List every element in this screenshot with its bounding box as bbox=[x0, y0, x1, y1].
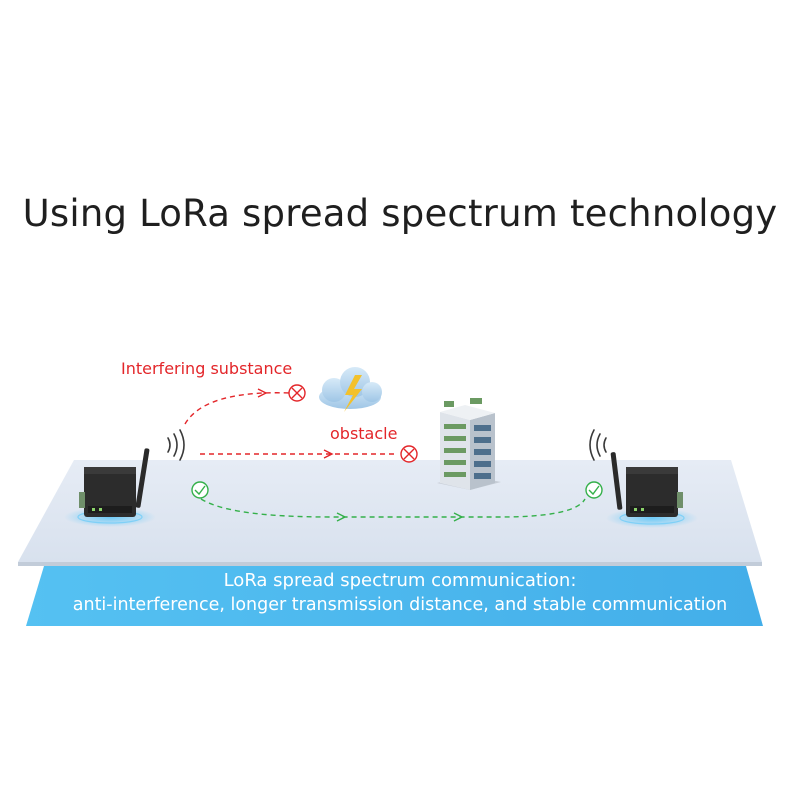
lora-device-icon bbox=[610, 452, 683, 517]
obstacle-path bbox=[200, 445, 418, 463]
check-circle-icon bbox=[191, 481, 209, 499]
check-circle-icon bbox=[585, 481, 603, 499]
interference-path bbox=[184, 384, 306, 425]
building-icon bbox=[437, 398, 501, 490]
wifi-signal-icon bbox=[589, 429, 607, 461]
obstacle-label: obstacle bbox=[330, 424, 398, 443]
cross-circle-icon bbox=[400, 445, 418, 463]
info-banner bbox=[26, 566, 763, 626]
wifi-signal-icon bbox=[167, 429, 185, 461]
lora-device-icon bbox=[79, 448, 150, 517]
lora-device-right bbox=[606, 452, 698, 528]
lora-signal-path bbox=[191, 481, 603, 522]
cloud-lightning-icon bbox=[319, 367, 382, 412]
page-title: Using LoRa spread spectrum technology bbox=[22, 192, 778, 235]
lora-device-left bbox=[64, 448, 156, 527]
cross-circle-icon bbox=[288, 384, 306, 402]
interfering-substance-label: Interfering substance bbox=[121, 359, 293, 378]
banner-description: anti-interference, longer transmission d… bbox=[72, 595, 728, 615]
banner-heading: LoRa spread spectrum communication: bbox=[223, 570, 577, 591]
